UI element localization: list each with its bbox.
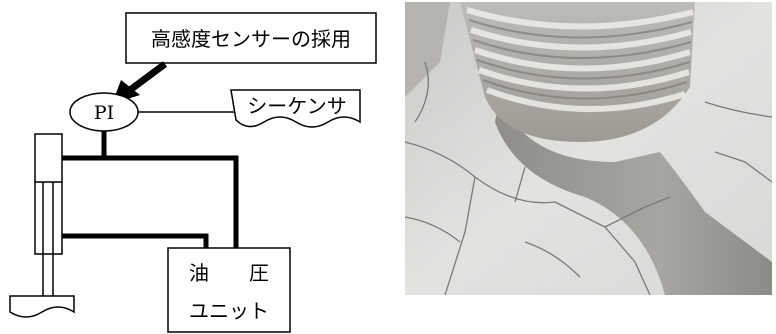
sensor-arrow-shaft bbox=[127, 61, 168, 93]
hydraulic-unit-label-line2: ユニット bbox=[189, 299, 269, 323]
hydraulic-schematic: 高感度センサーの採用 PI シーケンサ 油 圧 ユニット bbox=[9, 12, 377, 333]
hydraulic-unit-label-line1: 油 圧 bbox=[189, 261, 269, 285]
photo-shadow-area bbox=[405, 2, 450, 97]
photo-ring-band bbox=[495, 97, 772, 295]
sequencer-flag bbox=[230, 89, 361, 128]
pipe-upper bbox=[62, 155, 239, 248]
photo-bellows-ribs bbox=[466, 7, 694, 113]
pressure-gauge-label: PI bbox=[94, 102, 114, 124]
sensor-label-text: 高感度センサーの採用 bbox=[151, 27, 351, 51]
photo-cracks bbox=[405, 61, 772, 295]
cylinder-base bbox=[9, 295, 75, 318]
sequencer-label: シーケンサ bbox=[247, 94, 346, 118]
hydraulic-unit-box bbox=[167, 247, 291, 333]
sensor-label-box bbox=[125, 12, 377, 64]
pipe-lower bbox=[62, 233, 209, 248]
photo-bellows-rib-shadows bbox=[468, 19, 693, 100]
cracked-surface-photo bbox=[405, 2, 772, 295]
cylinder-body bbox=[34, 133, 63, 255]
